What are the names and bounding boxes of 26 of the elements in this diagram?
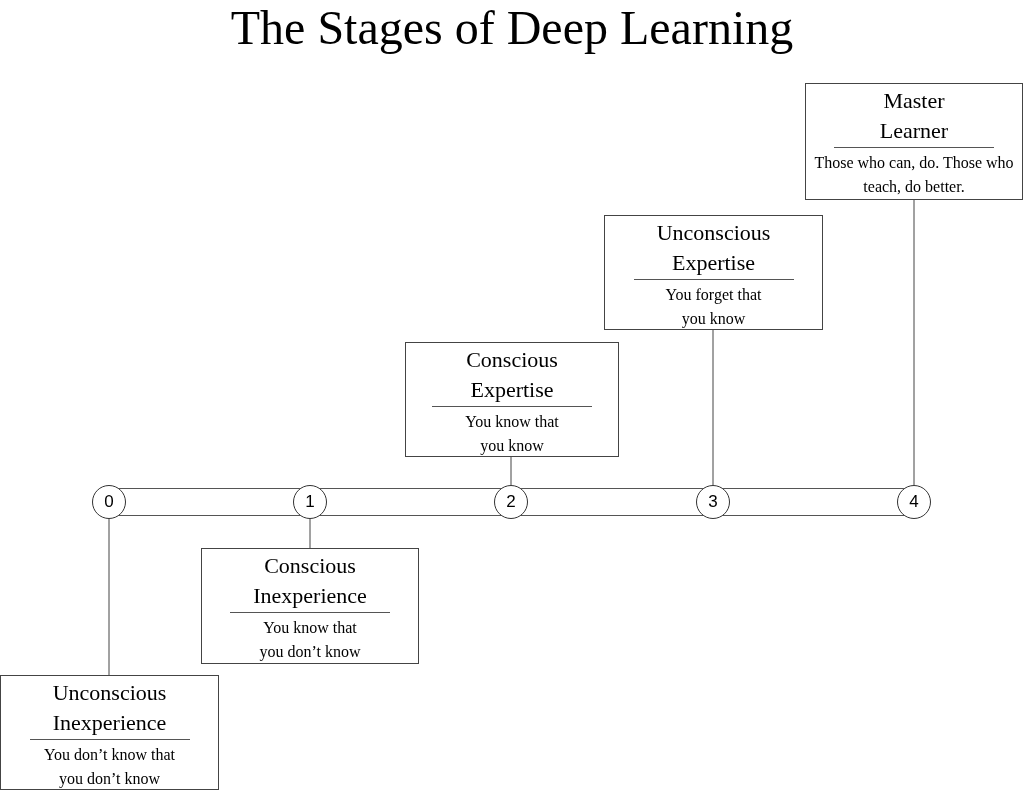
stage-title: Unconscious Inexperience — [51, 679, 168, 737]
stage-box — [405, 342, 619, 457]
stage-description: You don’t know that you don’t know — [43, 745, 176, 790]
stage-box — [0, 675, 219, 790]
stage-number-circle: 1 — [293, 485, 327, 519]
stage-title: Master Learner — [878, 87, 950, 145]
connector-line — [309, 518, 311, 549]
stage-box — [604, 215, 823, 330]
stage-number-circle: 0 — [92, 485, 126, 519]
stage-description: You know that you know — [464, 412, 560, 457]
diagram-title: The Stages of Deep Learning — [229, 0, 795, 56]
stage-description: Those who can, do. Those who teach, do better. — [813, 153, 1015, 197]
stage-number-circle: 4 — [897, 485, 931, 519]
stage-box — [805, 83, 1023, 200]
stage-box — [201, 548, 419, 664]
connector-line — [712, 329, 714, 486]
stage-title: Conscious Inexperience — [252, 552, 368, 610]
stage-title: Unconscious Expertise — [655, 219, 772, 277]
connector-line — [510, 456, 512, 486]
connector-line — [913, 199, 915, 486]
stage-number-circle: 2 — [494, 485, 528, 519]
stage-description: You know that you don’t know — [258, 618, 362, 663]
stage-title: Conscious Expertise — [465, 346, 559, 404]
stage-number-circle: 3 — [696, 485, 730, 519]
connector-line — [108, 518, 110, 676]
stage-description: You forget that you know — [664, 285, 763, 330]
